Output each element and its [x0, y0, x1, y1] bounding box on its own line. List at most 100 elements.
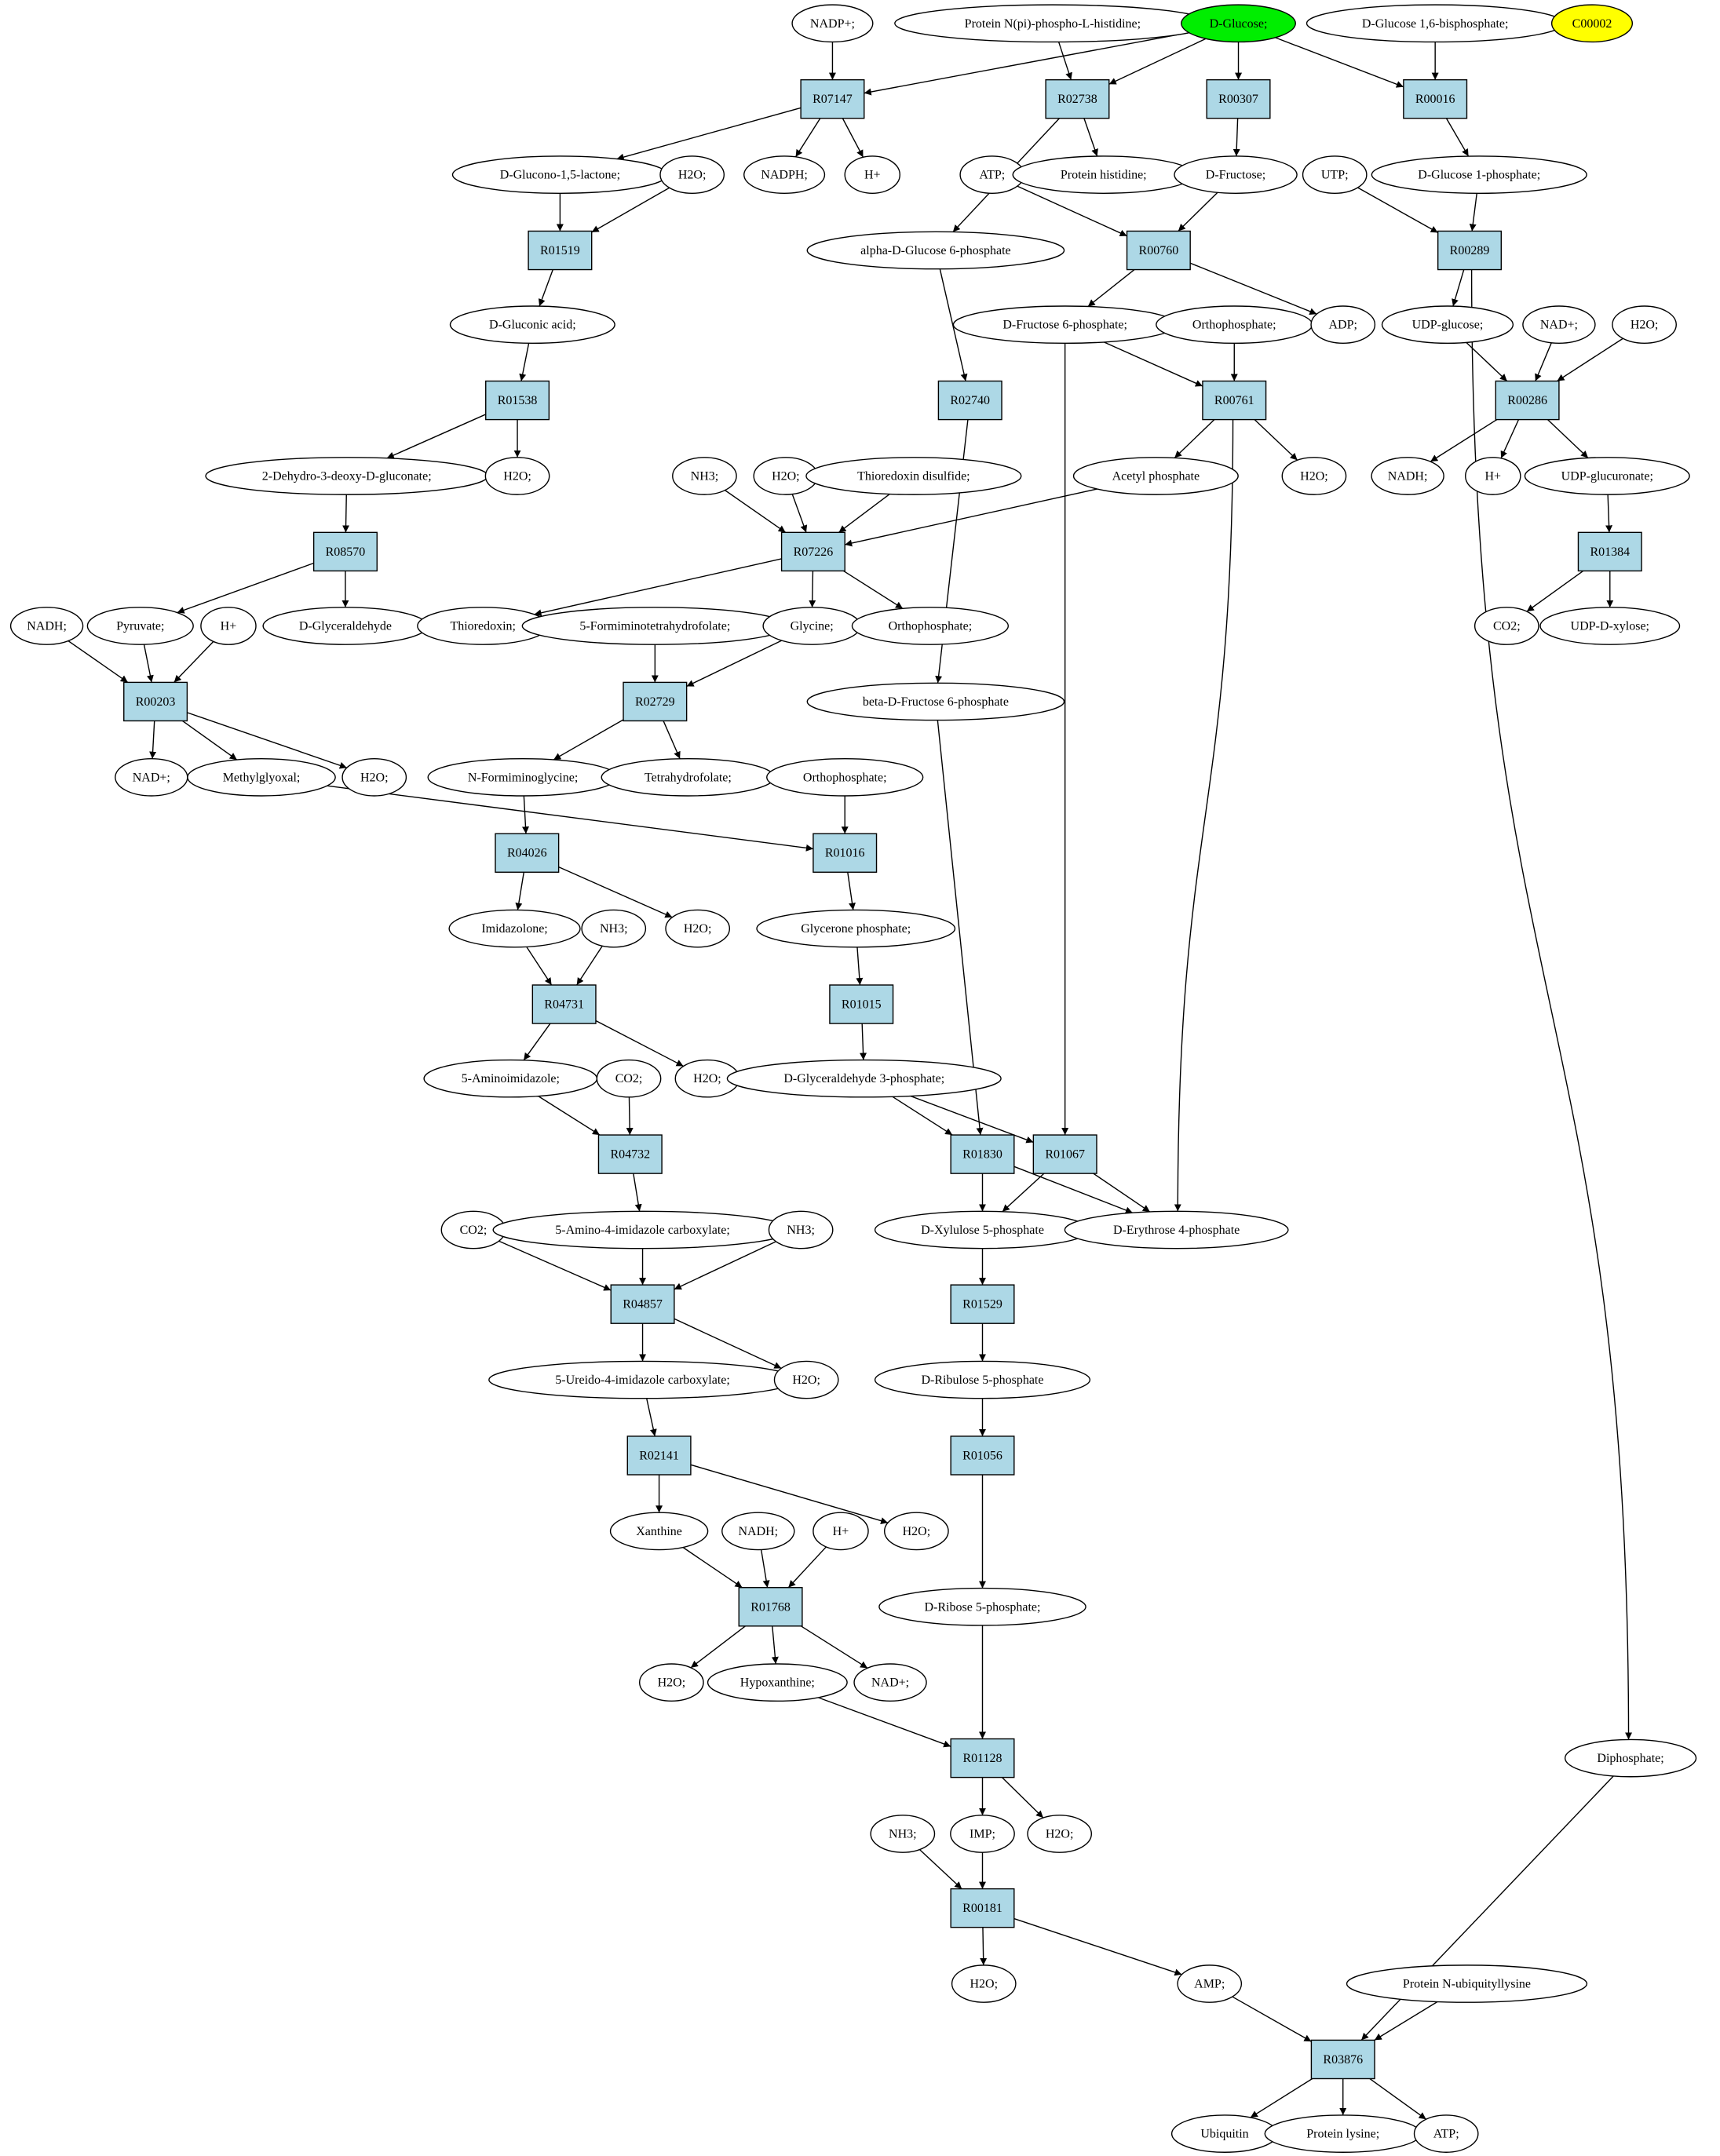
- reaction-box: [813, 833, 878, 873]
- compound-node-h2o: H2O;: [639, 1663, 704, 1702]
- reaction-node-r03876: R03876: [1310, 2039, 1375, 2080]
- reaction-node-r08570: R08570: [312, 531, 378, 572]
- node-label: H2O;: [693, 1072, 721, 1085]
- compound-ellipse: [1539, 607, 1681, 645]
- compound-ellipse: [581, 909, 647, 948]
- reaction-box: [950, 1738, 1015, 1778]
- compound-node-utp: UTP;: [1302, 155, 1368, 194]
- reaction-node-r04731: R04731: [531, 984, 597, 1024]
- node-label: H2O;: [1631, 319, 1659, 332]
- compound-node-nad: NAD+;: [1522, 305, 1596, 345]
- reaction-box: [597, 1134, 663, 1174]
- edge-5-aminoimidazole-to-r04732: [538, 1096, 601, 1136]
- compound-node-udp-d-xylose: UDP-D-xylose;: [1539, 607, 1681, 645]
- compound-node-n-formiminoglycine: N-Formiminoglycine;: [427, 757, 619, 797]
- compound-node-c00002: C00002: [1550, 4, 1634, 43]
- compound-ellipse: [1174, 155, 1298, 194]
- edge-nad-to-r00286: [1535, 342, 1552, 381]
- edge-r01519-to-d-gluconic-acid: [538, 269, 553, 307]
- node-label: R04731: [544, 998, 584, 1012]
- reaction-node-r02738: R02738: [1045, 78, 1110, 119]
- compound-node-h2o: H2O;: [883, 1512, 949, 1551]
- compound-node-nh3: NH3;: [672, 457, 737, 495]
- node-label: R01016: [825, 847, 865, 860]
- compound-ellipse: [853, 1663, 927, 1702]
- reaction-box: [1202, 380, 1267, 421]
- edge-imidazolone-to-r04731: [526, 947, 553, 986]
- reaction-box: [950, 1134, 1015, 1174]
- node-label: H2O;: [658, 1676, 686, 1690]
- compound-node-d-glucose: D-Glucose;: [1181, 4, 1296, 43]
- compound-ellipse: [721, 1512, 795, 1551]
- compound-ellipse: [187, 757, 336, 797]
- node-label: NADP+;: [810, 17, 855, 31]
- edge-r00286-to-nadh: [1430, 419, 1498, 462]
- compound-node-acetyl-phosphate: Acetyl phosphate: [1072, 457, 1239, 495]
- edge-r00760-to-adp: [1189, 262, 1317, 315]
- edge-r00761-to-h2o: [1254, 419, 1298, 461]
- edge-udp-glucuronate-to-r01384: [1605, 494, 1613, 533]
- compound-node-glycine: Glycine;: [762, 607, 861, 645]
- edge-d-fructose-6-phosphate-to-r00761: [1103, 341, 1203, 387]
- compound-ellipse: [659, 155, 725, 194]
- compound-node-2-dehydro-3-deoxy-d-gluconate: 2-Dehydro-3-deoxy-D-gluconate;: [205, 457, 489, 495]
- compound-node-h2o: H2O;: [1281, 457, 1347, 495]
- compound-node-nadph: NADPH;: [743, 155, 826, 194]
- edge-5-ureido-4-imidazole-carboxylate-to-r02141: [646, 1398, 657, 1437]
- node-label: R02141: [639, 1449, 679, 1462]
- node-label: R01538: [498, 394, 538, 407]
- compound-ellipse: [200, 607, 257, 645]
- node-label: NAD+;: [1540, 319, 1578, 332]
- reaction-box: [800, 78, 865, 119]
- node-label: NH3;: [787, 1224, 815, 1237]
- edge-r02729-to-tetrahydrofolate: [663, 720, 681, 760]
- edge-r02729-to-n-formiminoglycine: [553, 719, 624, 761]
- node-label: UDP-D-xylose;: [1571, 620, 1649, 633]
- node-label: NADH;: [27, 620, 67, 633]
- reaction-node-r01768: R01768: [738, 1587, 803, 1627]
- node-label: Protein lysine;: [1306, 2128, 1379, 2141]
- reaction-box: [1310, 2039, 1375, 2080]
- compound-node-nh3: NH3;: [768, 1210, 834, 1249]
- compound-node-h: H+: [1465, 457, 1521, 495]
- reaction-box: [1045, 78, 1110, 119]
- reaction-node-r00760: R00760: [1126, 230, 1191, 271]
- reaction-box: [829, 984, 894, 1024]
- compound-ellipse: [707, 1663, 848, 1702]
- compound-node-protein-histidine: Protein histidine;: [1012, 155, 1195, 194]
- edge-r01768-to-h2o: [690, 1625, 746, 1669]
- node-label: R07147: [813, 93, 853, 106]
- edge-r00289-to-udp-glucose: [1452, 269, 1465, 307]
- node-label: H2O;: [360, 771, 389, 784]
- compound-node-d-ribulose-5-phosphate: D-Ribulose 5-phosphate: [874, 1360, 1091, 1399]
- reaction-node-r01830: R01830: [950, 1134, 1015, 1174]
- node-label: D-Gluconic acid;: [489, 319, 576, 332]
- node-label: H2O;: [970, 1978, 998, 1991]
- compound-ellipse: [449, 305, 615, 345]
- edge-r01538-to-2-dehydro-3-deoxy-d-gluconate: [386, 414, 487, 459]
- edge-r04026-to-imidazolone: [515, 872, 524, 910]
- node-label: 2-Dehydro-3-deoxy-D-gluconate;: [262, 469, 432, 483]
- node-label: D-Fructose 6-phosphate;: [1002, 319, 1127, 332]
- edge-d-glucose-to-r07147: [864, 31, 1189, 96]
- compound-ellipse: [743, 155, 826, 194]
- reaction-node-r04857: R04857: [610, 1284, 675, 1324]
- reaction-box: [1577, 531, 1642, 572]
- compound-node-nh3: NH3;: [581, 909, 647, 948]
- compound-ellipse: [791, 4, 874, 43]
- node-label: D-Glucono-1,5-lactone;: [500, 169, 620, 182]
- compound-node-orthophosphate: Orthophosphate;: [851, 607, 1010, 645]
- edge-r00181-to-amp: [1013, 1917, 1182, 1976]
- compound-node-d-glucose-1-6-bisphosphate: D-Glucose 1,6-bisphosphate;: [1306, 4, 1565, 43]
- reaction-node-r01519: R01519: [528, 230, 593, 271]
- node-label: H2O;: [1046, 1827, 1074, 1840]
- node-label: R01015: [842, 998, 882, 1012]
- edge-r00761-to-acetyl-phosphate: [1174, 419, 1215, 458]
- compound-ellipse: [1564, 1738, 1697, 1778]
- edge-r07147-to-d-glucono-1-5-lactone: [616, 107, 802, 161]
- compound-ellipse: [844, 155, 901, 194]
- reaction-node-r00307: R00307: [1206, 78, 1271, 119]
- edge-utp-to-r00289: [1357, 187, 1439, 233]
- compound-ellipse: [1027, 1815, 1093, 1853]
- node-label: R00181: [962, 1902, 1002, 1915]
